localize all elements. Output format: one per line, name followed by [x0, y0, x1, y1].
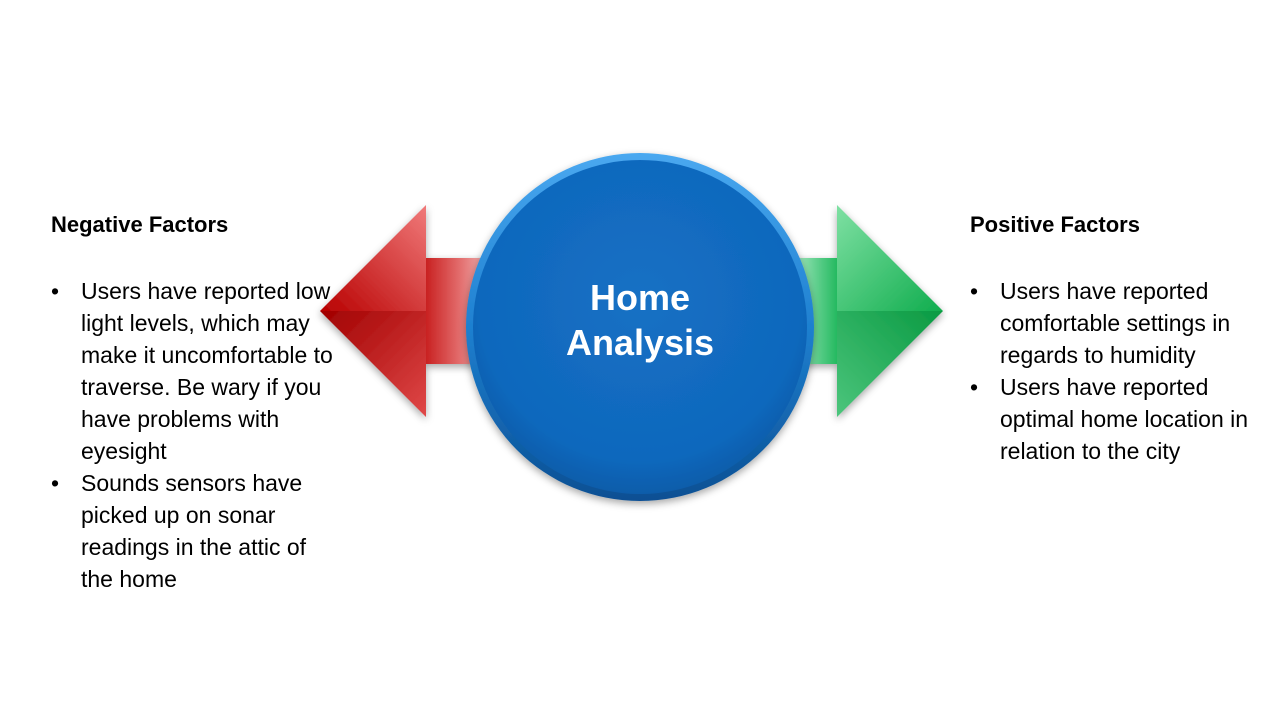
- bullet-icon: •: [970, 278, 979, 304]
- positive-factors: Positive Factors • Users have reported c…: [970, 211, 1260, 467]
- list-item: • Users have reported low light levels, …: [51, 275, 336, 467]
- positive-arrow-head-top: [837, 205, 943, 311]
- positive-factors-heading: Positive Factors: [970, 212, 1140, 237]
- bullet-icon: •: [970, 374, 979, 400]
- bullet-icon: •: [51, 278, 60, 304]
- list-item: • Users have reported optimal home locat…: [970, 371, 1260, 467]
- center-title-line-1: Home: [589, 277, 691, 318]
- negative-arrow-head-top: [320, 205, 426, 311]
- list-item-text: Users have reported low light levels, wh…: [81, 278, 333, 464]
- bullet-icon: •: [51, 470, 60, 496]
- center-circle: [466, 153, 814, 501]
- negative-factors-heading: Negative Factors: [51, 212, 229, 237]
- list-item-text: Sounds sensors have picked up on sonar r…: [81, 470, 307, 592]
- negative-arrow-head-bottom: [320, 311, 426, 417]
- list-item: • Users have reported comfortable settin…: [970, 275, 1260, 371]
- negative-arrow: [320, 205, 490, 417]
- positive-arrow-head-bottom: [837, 311, 943, 417]
- list-item-text: Users have reported optimal home locatio…: [1000, 374, 1249, 464]
- positive-factors-list: • Users have reported comfortable settin…: [970, 275, 1260, 467]
- center-title: Home Analysis: [480, 275, 800, 365]
- negative-factors-list: • Users have reported low light levels, …: [51, 275, 336, 595]
- negative-factors: Negative Factors • Users have reported l…: [51, 211, 336, 595]
- list-item: • Sounds sensors have picked up on sonar…: [51, 467, 336, 595]
- list-item-text: Users have reported comfortable settings…: [1000, 278, 1231, 368]
- center-title-line-2: Analysis: [565, 322, 715, 363]
